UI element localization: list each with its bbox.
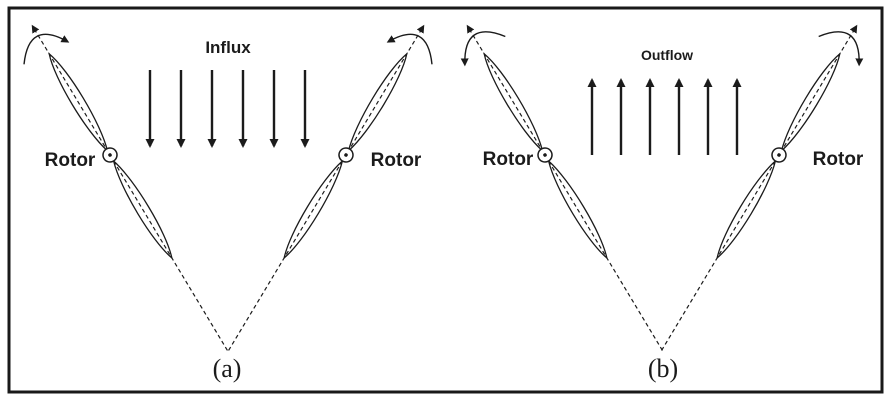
caption-b: (b): [648, 354, 678, 383]
rotation-direction-arrow-icon: [386, 33, 433, 65]
panel-a: Influx Rotor Rotor: [23, 24, 433, 383]
rotor-label-b-left: Rotor: [483, 149, 534, 170]
rotor-axis-dashed: [661, 24, 858, 351]
rotor-label-a-right: Rotor: [371, 150, 422, 171]
rotor-axis-dashed: [466, 24, 663, 351]
rotor-hub-dot: [344, 153, 348, 157]
influx-arrows: [145, 70, 310, 148]
rotation-direction-arrow-icon: [818, 31, 864, 67]
caption-a: (a): [213, 354, 242, 383]
outflow-label: Outflow: [641, 47, 693, 63]
rotor-label-a-left: Rotor: [45, 150, 96, 171]
outflow-arrows: [587, 78, 742, 155]
rotor-hub-dot: [777, 153, 781, 157]
panel-b: Outflow Rotor Rotor: [460, 24, 864, 383]
rotor-label-b-right: Rotor: [813, 149, 864, 170]
rotor-a-right: [228, 24, 433, 351]
rotor-hub-dot: [108, 153, 112, 157]
rotor-a-left: [23, 24, 228, 351]
rotor-hub-dot: [543, 153, 547, 157]
influx-label: Influx: [205, 38, 251, 57]
rotation-direction-arrow-icon: [23, 33, 70, 65]
rotor-b-right: [661, 24, 864, 351]
figure-border: [7, 6, 884, 394]
rotation-direction-arrow-icon: [460, 31, 506, 67]
rotor-b-left: [460, 24, 663, 351]
